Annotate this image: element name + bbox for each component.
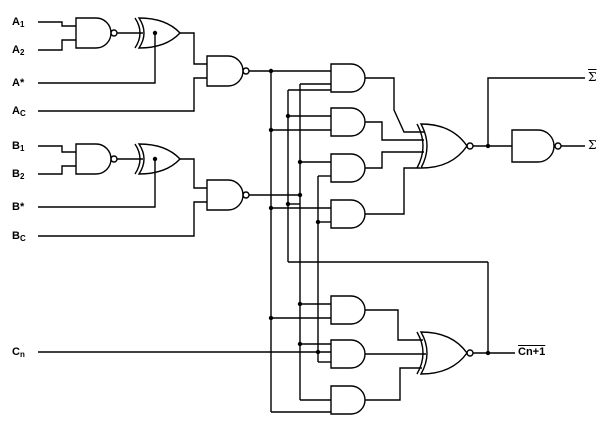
nand-gate-propagate-a [206,55,250,87]
and-gate-sum-2 [330,107,366,137]
and-gate-sum-1 [330,63,366,93]
output-wires [473,77,585,354]
input-wires-b [38,145,207,237]
junction-dots [152,30,491,356]
and-gate-carry-1 [330,295,366,325]
and-gate-carry-2 [330,339,366,369]
input-label-b-star: B* [12,201,25,213]
nand-gate-sum-inverter [511,129,562,163]
output-label-carry-out: Cn+1 [518,346,546,358]
nand-gate-propagate-b [206,179,250,211]
nand-gate-b [75,143,118,175]
input-label-a1: A1 [12,16,25,29]
input-label-cn: Cn [12,346,25,359]
input-label-b1: B1 [12,140,25,153]
and-gate-sum-4 [330,199,366,229]
nand-gate-a [75,17,118,49]
output-label-sum-bar: Σ [588,70,597,84]
input-label-b2: B2 [12,168,25,181]
input-label-a2: A2 [12,44,25,57]
nor-gate-carry [416,331,474,375]
and-gate-sum-3 [330,153,366,183]
internal-bus-wires [38,70,489,413]
input-label-ac: AC [12,105,26,118]
and-gate-carry-3 [330,385,366,415]
sum-collector-wires [365,77,425,215]
input-label-a-star: A* [12,77,25,89]
input-label-bc: BC [12,230,26,243]
input-wires-a [38,21,207,112]
carry-collector-wires [365,309,426,401]
nor-gate-sum [416,123,474,169]
output-label-sum: Σ [588,138,597,152]
